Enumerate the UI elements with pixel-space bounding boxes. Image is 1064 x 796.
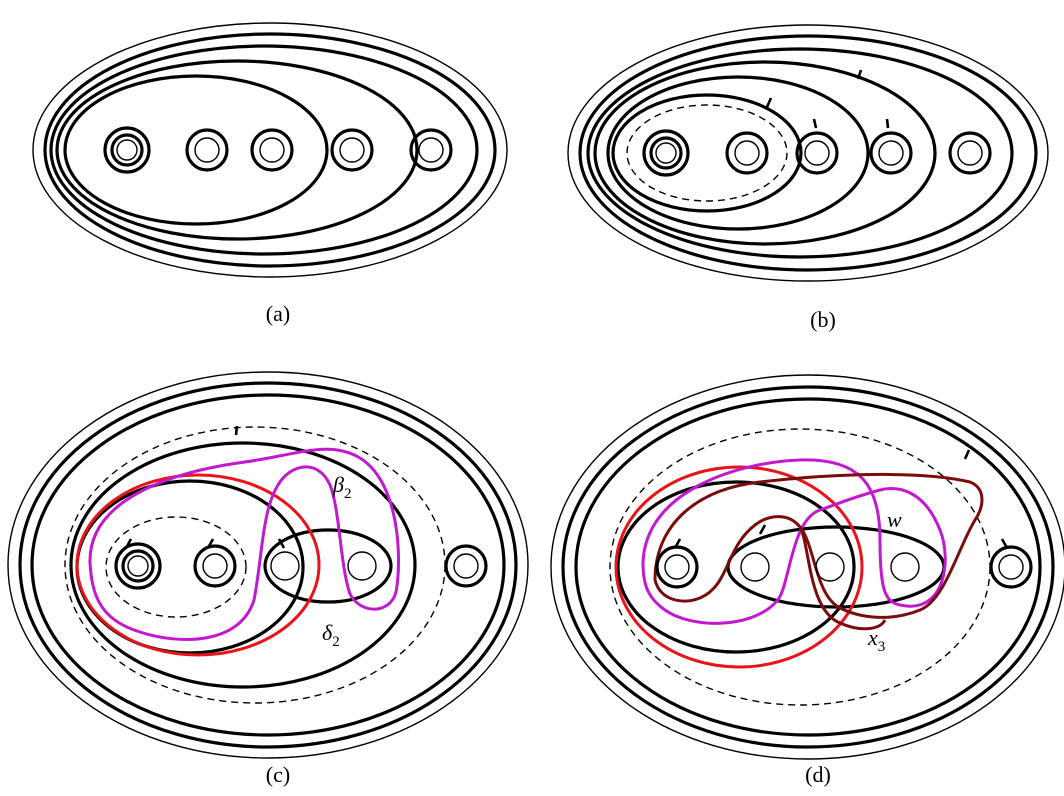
magenta-curve-beta-2 xyxy=(88,447,401,641)
curve-outer-1 xyxy=(30,393,506,737)
label-delta-2: δ2 xyxy=(322,620,340,650)
curve-nested-1 xyxy=(611,93,803,213)
caption-d: (d) xyxy=(805,762,831,787)
tick-mark xyxy=(277,538,286,549)
dashed-curve xyxy=(626,104,788,202)
outer-boundary xyxy=(567,24,1049,282)
magenta-curve xyxy=(641,458,947,625)
hole-5 xyxy=(444,544,488,588)
curve-outer-1 xyxy=(574,397,1042,737)
outer-boundary xyxy=(550,374,1064,760)
hole-2 xyxy=(193,544,237,588)
panel-a: (a) xyxy=(32,22,508,326)
label-beta-2: β2 xyxy=(332,472,351,502)
outer-boundary xyxy=(32,22,508,278)
curve-outer-2 xyxy=(18,381,518,749)
curve-nested-2 xyxy=(606,75,870,231)
curve-nested-3 xyxy=(593,60,937,246)
red-curve xyxy=(614,465,864,669)
hole-2 xyxy=(740,552,770,582)
hole-2 xyxy=(185,128,229,172)
hole-1 xyxy=(114,542,162,590)
tick-mark xyxy=(758,524,767,535)
curve-nested-2 xyxy=(55,59,419,241)
curve-delta-2 xyxy=(263,528,393,604)
tick-mark xyxy=(856,69,863,80)
curve-nested-1 xyxy=(63,74,329,226)
tick-mark xyxy=(812,118,818,129)
hole-2 xyxy=(725,131,769,175)
label-w: w xyxy=(887,507,902,532)
outer-boundary xyxy=(7,371,529,759)
label-x-3: x3 xyxy=(867,625,885,655)
hole-3 xyxy=(270,551,300,581)
brown-curve-x-3 xyxy=(798,526,887,631)
curve-flat xyxy=(726,525,946,609)
tick-mark xyxy=(234,425,239,436)
curve-inner xyxy=(616,480,856,654)
tick-mark xyxy=(885,118,890,129)
hole-4 xyxy=(330,128,374,172)
panel-b: (b) xyxy=(567,24,1049,332)
curve-nested-3 xyxy=(49,44,479,256)
hole-3 xyxy=(795,131,839,175)
panel-d: w x3 (d) xyxy=(550,374,1064,787)
hole-1 xyxy=(103,126,151,174)
hole-1 xyxy=(642,129,690,177)
hole-3 xyxy=(815,552,845,582)
hole-4 xyxy=(869,131,913,175)
panel-c: β2 δ2 (c) xyxy=(7,371,529,787)
hole-3 xyxy=(250,128,294,172)
dashed-curve xyxy=(609,428,991,706)
curve-large xyxy=(69,441,417,689)
tick-mark xyxy=(765,97,773,108)
curve-outer-2 xyxy=(561,385,1055,749)
dashed-curve-inner xyxy=(105,516,247,618)
hole-5 xyxy=(989,545,1033,589)
tick-mark xyxy=(963,449,971,460)
hole-4 xyxy=(890,552,920,582)
curve-nested-5 xyxy=(578,34,1038,272)
caption-a: (a) xyxy=(266,301,290,326)
caption-c: (c) xyxy=(266,762,290,787)
hole-4 xyxy=(347,551,377,581)
caption-b: (b) xyxy=(810,307,836,332)
red-curve xyxy=(75,473,321,657)
hole-1 xyxy=(655,545,699,589)
brown-curve-w xyxy=(653,472,984,619)
curve-nested-4 xyxy=(43,32,497,268)
hole-5 xyxy=(409,128,453,172)
hole-5 xyxy=(948,131,992,175)
curve-nested-4 xyxy=(586,47,1014,259)
